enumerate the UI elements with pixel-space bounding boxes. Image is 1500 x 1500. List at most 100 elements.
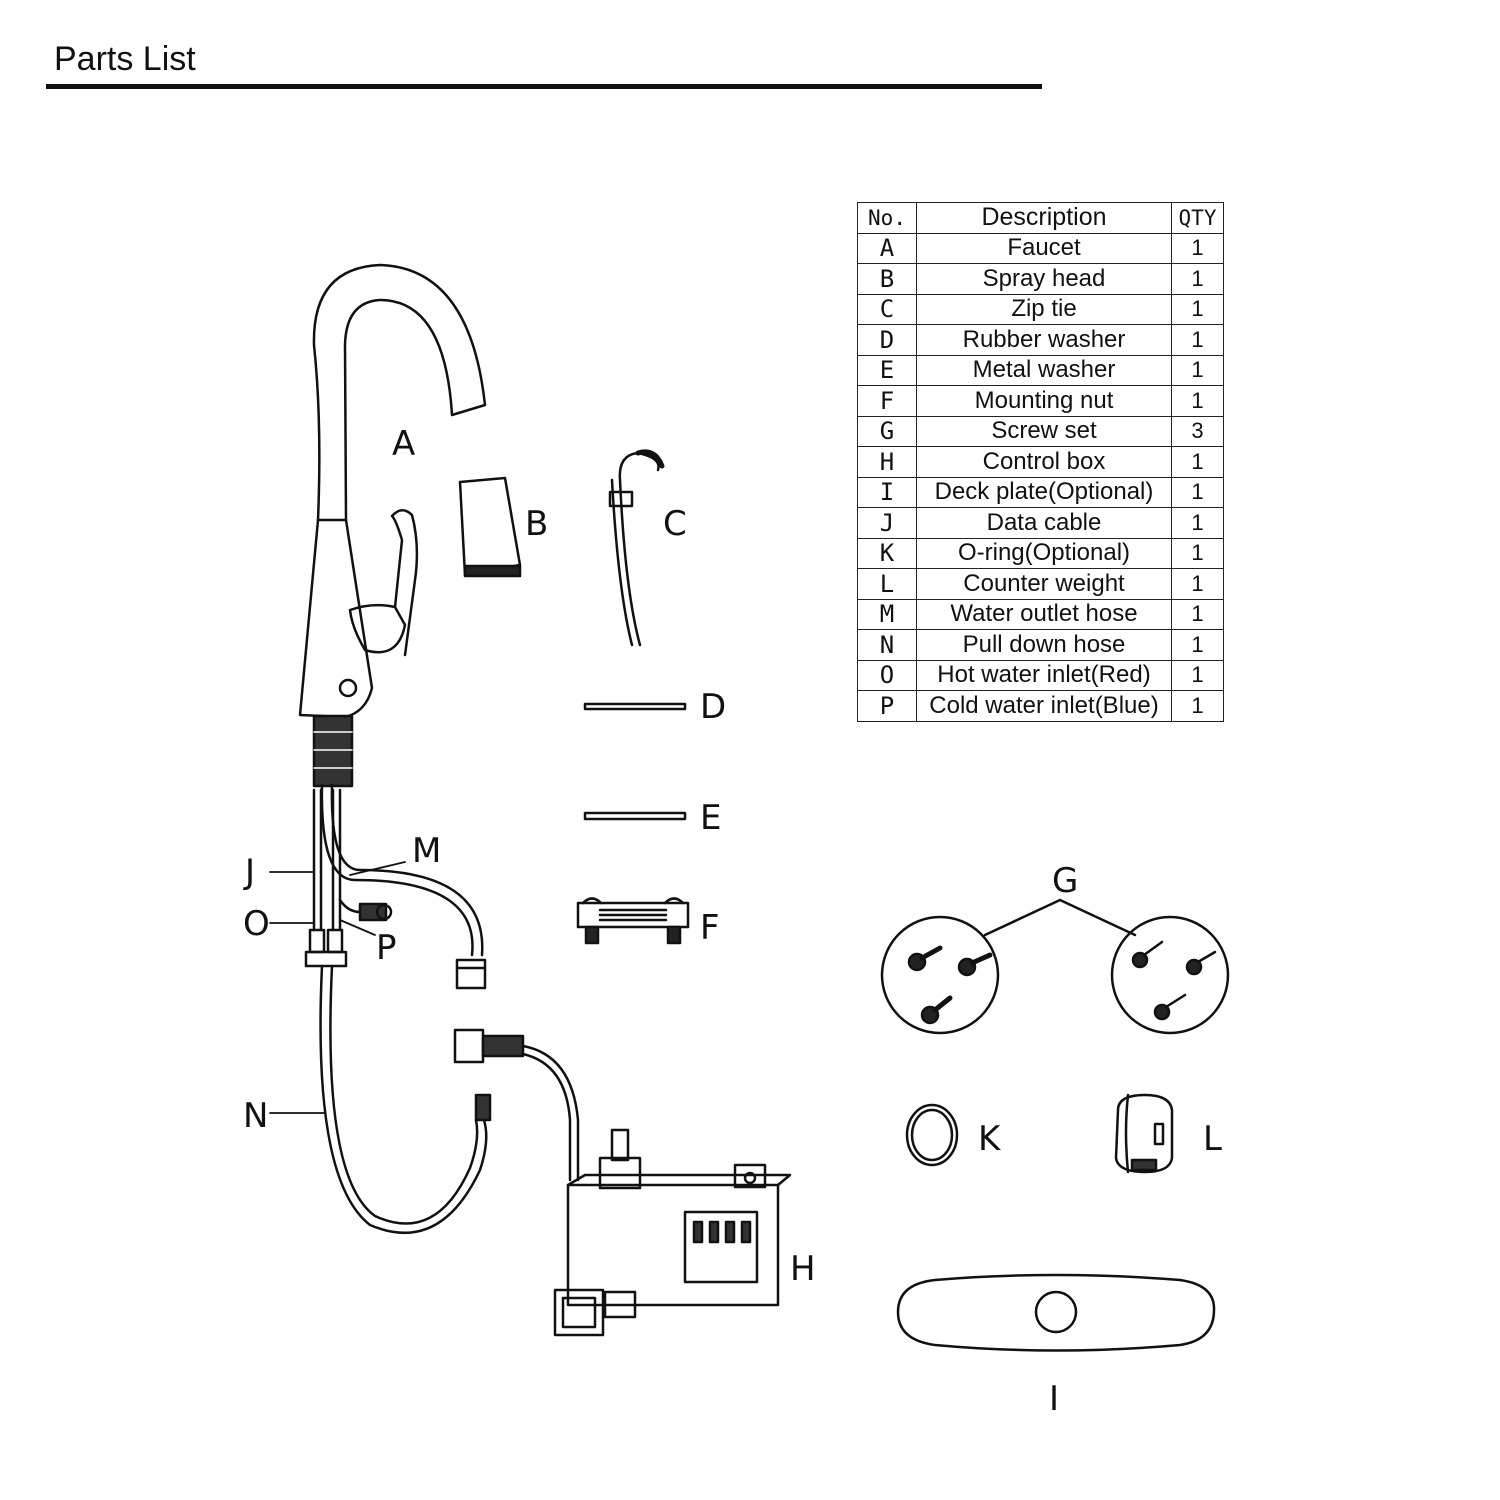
callout-l: L	[1203, 1119, 1222, 1159]
row-description: Hot water inlet(Red)	[916, 659, 1172, 691]
row-description: Water outlet hose	[916, 598, 1172, 630]
row-description: Deck plate(Optional)	[916, 476, 1172, 508]
row-description: Spray head	[916, 263, 1172, 295]
leader-lines	[269, 861, 406, 1114]
row-no: J	[857, 507, 917, 539]
header-description: Description	[916, 202, 1172, 234]
row-no: F	[857, 385, 917, 417]
row-qty: 1	[1171, 293, 1224, 325]
part-callouts: A B C D E F G H I J K L M N O P	[243, 424, 1222, 1419]
screw-set-drawing	[880, 898, 1230, 1035]
row-qty: 1	[1171, 507, 1224, 539]
row-no: C	[857, 293, 917, 325]
row-qty: 1	[1171, 354, 1224, 386]
callout-g: G	[1052, 861, 1078, 901]
row-no: M	[857, 598, 917, 630]
row-description: Pull down hose	[916, 629, 1172, 661]
row-qty: 1	[1171, 476, 1224, 508]
row-qty: 1	[1171, 324, 1224, 356]
callout-n: N	[243, 1096, 268, 1136]
row-no: A	[857, 232, 917, 264]
row-no: I	[857, 476, 917, 508]
control-box-drawing	[453, 1028, 792, 1337]
callout-p: P	[376, 928, 397, 968]
callout-k: K	[978, 1119, 1002, 1159]
row-no: B	[857, 263, 917, 295]
callout-a: A	[392, 424, 415, 464]
title-underline	[46, 84, 1042, 89]
callout-i: I	[1049, 1379, 1059, 1419]
callout-m: M	[412, 831, 441, 871]
parts-table-header: No. Description QTY	[857, 202, 1224, 234]
row-qty: 1	[1171, 446, 1224, 478]
header-no: No.	[857, 202, 917, 234]
callout-b: B	[525, 504, 548, 544]
callout-e: E	[700, 798, 721, 838]
row-no: P	[857, 690, 917, 722]
o-ring-drawing	[905, 1103, 959, 1167]
row-description: Counter weight	[916, 568, 1172, 600]
row-qty: 3	[1171, 415, 1224, 447]
callout-o: O	[243, 904, 270, 944]
callout-c: C	[663, 504, 687, 544]
row-description: Control box	[916, 446, 1172, 478]
row-description: Metal washer	[916, 354, 1172, 386]
callout-h: H	[790, 1249, 816, 1289]
row-no: D	[857, 324, 917, 356]
deck-plate-drawing	[896, 1273, 1216, 1352]
mounting-nut-drawing	[576, 897, 690, 945]
row-no: E	[857, 354, 917, 386]
row-qty: 1	[1171, 568, 1224, 600]
row-qty: 1	[1171, 232, 1224, 264]
counter-weight-drawing	[1114, 1093, 1174, 1174]
row-qty: 1	[1171, 690, 1224, 722]
row-qty: 1	[1171, 263, 1224, 295]
row-description: Mounting nut	[916, 385, 1172, 417]
row-no: N	[857, 629, 917, 661]
row-qty: 1	[1171, 598, 1224, 630]
rubber-washer-drawing	[583, 702, 687, 711]
row-description: Faucet	[916, 232, 1172, 264]
row-description: Rubber washer	[916, 324, 1172, 356]
row-no: K	[857, 537, 917, 569]
row-no: O	[857, 659, 917, 691]
row-no: G	[857, 415, 917, 447]
callout-j: J	[243, 852, 255, 892]
row-description: Data cable	[916, 507, 1172, 539]
row-qty: 1	[1171, 537, 1224, 569]
page-title: Parts List	[54, 40, 196, 78]
header-qty: QTY	[1171, 202, 1224, 234]
metal-washer-drawing	[583, 811, 687, 821]
hose-assembly-drawing	[304, 783, 492, 1234]
callout-d: D	[700, 687, 726, 727]
row-qty: 1	[1171, 629, 1224, 661]
row-description: Cold water inlet(Blue)	[916, 690, 1172, 722]
callout-f: F	[700, 908, 720, 948]
row-description: O-ring(Optional)	[916, 537, 1172, 569]
spray-head-drawing	[458, 476, 522, 578]
row-description: Zip tie	[916, 293, 1172, 325]
zip-tie-drawing	[608, 449, 665, 647]
row-description: Screw set	[916, 415, 1172, 447]
row-qty: 1	[1171, 385, 1224, 417]
row-no: L	[857, 568, 917, 600]
row-qty: 1	[1171, 659, 1224, 691]
row-no: H	[857, 446, 917, 478]
